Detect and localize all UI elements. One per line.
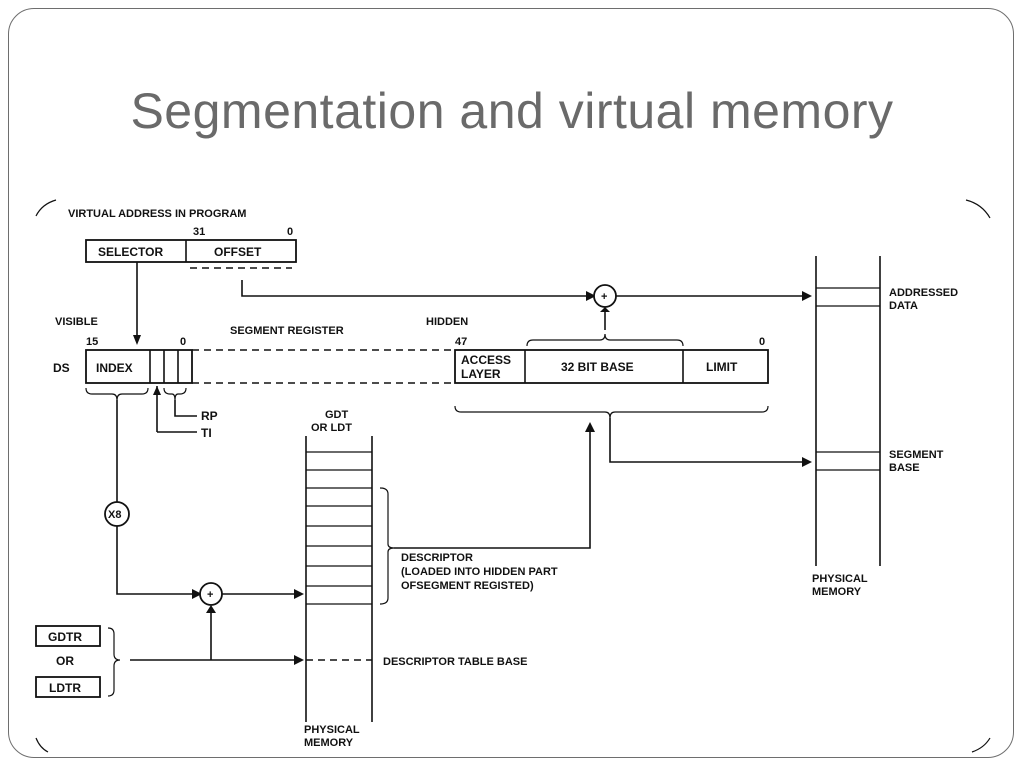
figure-corner-bottom-left [35, 737, 49, 753]
segment-register-hidden [454, 349, 769, 384]
physical-memory-right-line1: PHYSICAL [812, 573, 868, 585]
adder-up-arrowhead [206, 605, 216, 613]
ti-arrowhead [153, 386, 161, 395]
index-field: INDEX [96, 361, 133, 375]
selector-arrowhead [133, 335, 141, 345]
access-layer-line1: ACCESS [461, 353, 511, 367]
segment-base-arrowhead [802, 457, 812, 467]
figure-corner-bottom-right [971, 737, 991, 753]
gdtr-box [35, 625, 101, 647]
rp-brace [163, 387, 187, 401]
physical-memory-right-line2: MEMORY [812, 586, 862, 598]
virtual-address-label: VIRTUAL ADDRESS IN PROGRAM [68, 208, 246, 220]
x8-label: X8 [108, 509, 121, 521]
segment-register-visible [85, 349, 193, 384]
descriptor-label-line3: OFSEGMENT REGISTED) [401, 580, 534, 592]
table-entry-arrowhead [294, 589, 304, 599]
hidden-label: HIDDEN [426, 316, 468, 328]
gdt-rows [306, 451, 372, 605]
descriptor-adder-plus: + [207, 589, 213, 601]
descriptor-label-line2: (LOADED INTO HIDDEN PART [401, 566, 558, 578]
visible-label: VISIBLE [55, 316, 98, 328]
x8-arrowhead [192, 589, 202, 599]
segment-register-label: SEGMENT REGISTER [230, 325, 344, 337]
gdt-label-line2: OR LDT [311, 422, 352, 434]
x8-to-adder-line [116, 526, 196, 595]
figure-corner-top-right [965, 199, 991, 219]
descriptor-to-hidden-line [394, 428, 591, 549]
bit-0-mid-label: 0 [180, 336, 186, 348]
descriptor-table-base-label: DESCRIPTOR TABLE BASE [383, 656, 527, 668]
rp-leader-line [174, 400, 197, 417]
descriptor-register-brace [107, 627, 121, 697]
descriptor-up-arrowhead [585, 422, 595, 432]
segment-base-label-line1: SEGMENT [889, 449, 944, 461]
ti-label: TI [201, 426, 212, 440]
bit-0-top-label: 0 [287, 226, 293, 238]
ldtr-label: LDTR [49, 681, 81, 695]
or-label: OR [56, 654, 74, 668]
rp-label: RP [201, 409, 218, 423]
gdtr-label: GDTR [48, 630, 82, 644]
bit-47-label: 47 [455, 336, 467, 348]
offset-field: OFFSET [214, 245, 262, 259]
limit-field: LIMIT [706, 360, 738, 374]
physical-memory-bottom-line2: MEMORY [304, 737, 354, 749]
slide-title: Segmentation and virtual memory [130, 83, 894, 139]
addressed-data-label-line2: DATA [889, 300, 918, 312]
offset-arrowhead [586, 291, 596, 301]
bit-31-label: 31 [193, 226, 205, 238]
base-top-brace [526, 333, 684, 347]
address-adder-plus: + [601, 291, 607, 303]
bit-0-right-label: 0 [759, 336, 765, 348]
descriptor-brace [379, 487, 395, 605]
addressed-data-arrowhead [802, 291, 812, 301]
selector-field: SELECTOR [98, 245, 163, 259]
gdt-label-line1: GDT [325, 409, 349, 421]
base-to-segment-line [609, 418, 806, 463]
index-brace [85, 387, 149, 401]
ds-label: DS [53, 361, 70, 375]
addressed-data-label-line1: ADDRESSED [889, 287, 958, 299]
offset-to-adder-line [241, 280, 590, 297]
segment-base-label-line2: BASE [889, 462, 920, 474]
base-32bit-field: 32 BIT BASE [561, 360, 634, 374]
slide-frame [8, 8, 1014, 758]
bit-15-label: 15 [86, 336, 98, 348]
table-base-arrowhead [294, 655, 304, 665]
base-up-arrowhead [600, 307, 610, 312]
ldtr-box [35, 676, 101, 698]
access-layer-line2: LAYER [461, 367, 501, 381]
physical-memory-bottom-line1: PHYSICAL [304, 724, 360, 736]
figure-corner-top-left [35, 199, 57, 217]
virtual-address-box [85, 239, 297, 263]
descriptor-label-line1: DESCRIPTOR [401, 552, 473, 564]
hidden-bottom-brace [454, 405, 769, 419]
